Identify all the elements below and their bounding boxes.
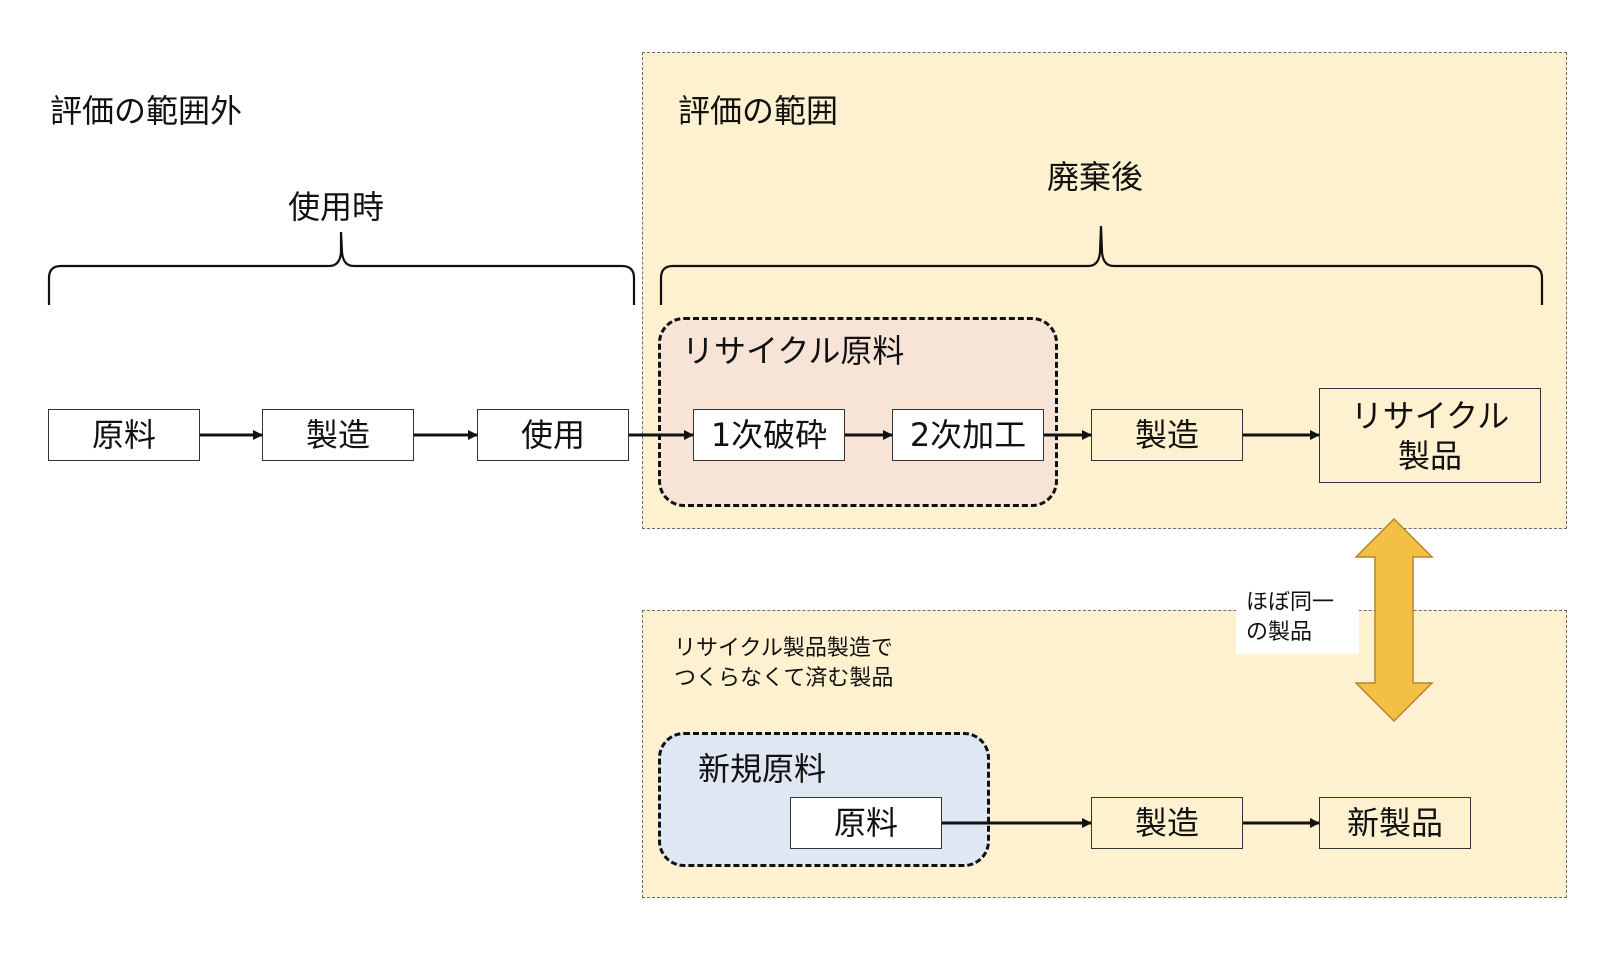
manufacturing-box-1: 製造 <box>262 409 414 461</box>
in-use-label: 使用時 <box>288 188 385 226</box>
recycle-material-label: リサイクル原料 <box>682 332 905 370</box>
primary-crushing-box: 1次破砕 <box>693 409 845 461</box>
raw-material-box: 原料 <box>48 409 200 461</box>
virgin-material-label: 新規原料 <box>698 750 827 788</box>
in-use-brace <box>47 231 636 305</box>
raw-material-box-2: 原料 <box>790 797 942 849</box>
equivalent-note: ほぼ同一 の製品 <box>1236 588 1359 654</box>
scope-label: 評価の範囲 <box>678 92 839 130</box>
out-of-scope-label: 評価の範囲外 <box>50 92 243 130</box>
recycled-product-box: リサイクル 製品 <box>1319 388 1541 483</box>
secondary-processing-box: 2次加工 <box>892 409 1044 461</box>
equivalence-double-arrow <box>1354 517 1434 723</box>
after-disposal-brace <box>659 225 1544 305</box>
manufacturing-box-2: 製造 <box>1091 409 1243 461</box>
avoided-products-label: リサイクル製品製造で つくらなくて済む製品 <box>674 636 894 691</box>
manufacturing-box-3: 製造 <box>1091 797 1243 849</box>
use-box: 使用 <box>477 409 629 461</box>
after-disposal-label: 廃棄後 <box>1047 158 1144 196</box>
